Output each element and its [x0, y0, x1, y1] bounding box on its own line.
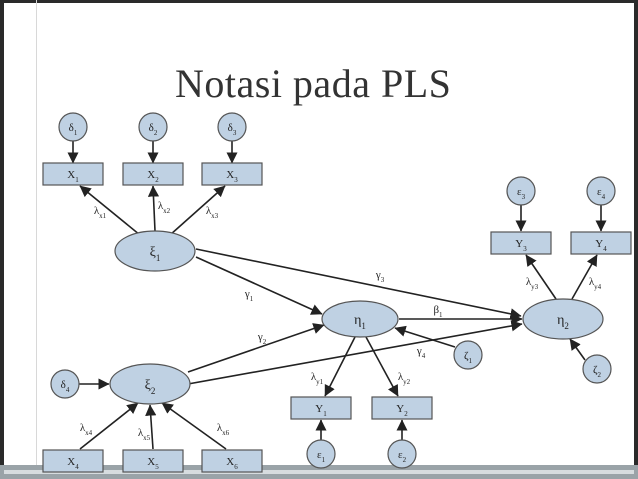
loading-label-x2: λx2: [158, 200, 171, 215]
error-circle-delta1-label: δ1: [69, 122, 78, 137]
error-circle-delta3: [217, 112, 247, 142]
loading-arrow-x3: [169, 185, 226, 236]
latent-oval-xi2: [109, 363, 191, 405]
error-circle-delta2-label: δ2: [149, 122, 158, 137]
indicator-box-x6-label: X6: [226, 456, 238, 471]
indicator-box-y4: [570, 231, 632, 255]
indicator-box-x5-label: X5: [147, 456, 159, 471]
error-circle-delta1: [58, 112, 88, 142]
loading-label-y4: λy4: [589, 276, 602, 291]
frame-divider-line: [36, 0, 37, 479]
indicator-box-x4: [42, 449, 104, 473]
loading-arrow-x5: [145, 404, 157, 450]
path-label-beta1: β1: [433, 304, 443, 319]
error-circle-eps3: [506, 176, 536, 206]
loading-label-y3: λy3: [526, 276, 539, 291]
latent-oval-xi2-label: ξ2: [145, 378, 156, 396]
indicator-box-y2-label: Y2: [396, 403, 408, 418]
indicator-box-x3: [201, 162, 263, 186]
path-arrow-gamma3: [195, 248, 522, 320]
loading-arrow-x6: [161, 402, 227, 450]
indicator-box-y4-label: Y4: [595, 238, 607, 253]
error-circle-delta4-label: δ4: [61, 379, 70, 394]
loading-arrow-x2: [147, 185, 160, 232]
edges-layer: [67, 141, 607, 450]
error-circle-delta4: [50, 369, 80, 399]
frame-bottom-stripe: [4, 470, 634, 474]
path-label-gamma1: γ1: [244, 288, 254, 303]
error-circle-eps1: [306, 439, 336, 469]
error-circle-eps4-label: ε4: [597, 186, 606, 201]
error-circle-eps1-label: ε1: [317, 449, 326, 464]
loading-arrow-y2: [365, 336, 399, 397]
loading-label-x4: λx4: [80, 422, 93, 437]
latent-oval-eta1-label: η1: [354, 313, 366, 331]
error-circle-eps2-label: ε2: [398, 449, 407, 464]
disturbance-circle-zeta2-label: ζ2: [593, 364, 602, 379]
loading-arrow-x4: [79, 402, 139, 450]
latent-oval-eta1: [321, 300, 399, 338]
path-arrow-gamma2: [187, 323, 325, 373]
latent-oval-xi1: [114, 230, 196, 272]
indicator-box-x5: [122, 449, 184, 473]
indicator-box-y2: [371, 396, 433, 420]
indicator-box-x1-label: X1: [67, 169, 79, 184]
indicator-box-x6: [201, 449, 263, 473]
loading-arrow-y4: [571, 254, 598, 300]
indicator-box-y3: [490, 231, 552, 255]
indicator-box-y3-label: Y3: [515, 238, 527, 253]
loading-arrow-y1: [324, 336, 356, 397]
latent-oval-eta2-label: η2: [557, 313, 569, 331]
slide-title: Notasi pada PLS: [175, 61, 452, 106]
path-label-gamma4: γ4: [416, 345, 426, 360]
indicator-box-x4-label: X4: [67, 456, 79, 471]
error-circle-delta3-label: δ3: [228, 122, 237, 137]
frame-top-border: [0, 0, 638, 3]
loading-label-x5: λx5: [138, 427, 151, 442]
disturbance-arrow-z1: [394, 325, 456, 348]
loading-label-x3: λx3: [206, 205, 219, 220]
error-circle-delta2: [138, 112, 168, 142]
error-circle-eps4: [586, 176, 616, 206]
disturbance-circle-zeta1: [453, 340, 483, 370]
loading-label-y1: λy1: [311, 371, 324, 386]
frame-left-border: [0, 0, 4, 479]
indicator-box-x1: [42, 162, 104, 186]
disturbance-circle-zeta1-label: ζ1: [464, 350, 473, 365]
indicator-box-x2: [122, 162, 184, 186]
disturbance-circle-zeta2: [582, 354, 612, 384]
latent-oval-eta2: [522, 298, 604, 340]
latent-oval-xi1-label: ξ1: [150, 245, 161, 263]
loading-label-x6: λx6: [217, 422, 230, 437]
indicator-box-y1: [290, 396, 352, 420]
path-label-gamma2: γ2: [257, 331, 267, 346]
loading-label-y2: λy2: [398, 371, 411, 386]
disturbance-arrow-z2: [569, 338, 586, 361]
frame-right-border: [634, 0, 638, 479]
indicator-box-y1-label: Y1: [315, 403, 327, 418]
loading-arrow-x1: [79, 185, 141, 236]
path-arrow-gamma1: [195, 256, 323, 315]
indicator-box-x2-label: X2: [147, 169, 159, 184]
error-circle-eps3-label: ε3: [517, 186, 526, 201]
loading-arrow-y3: [525, 254, 557, 300]
path-label-gamma3: γ3: [375, 269, 385, 284]
path-arrow-gamma4: [187, 320, 523, 385]
indicator-box-x3-label: X3: [226, 169, 238, 184]
error-circle-eps2: [387, 439, 417, 469]
nodes-layer: [42, 112, 632, 473]
loading-label-x1: λx1: [94, 205, 107, 220]
